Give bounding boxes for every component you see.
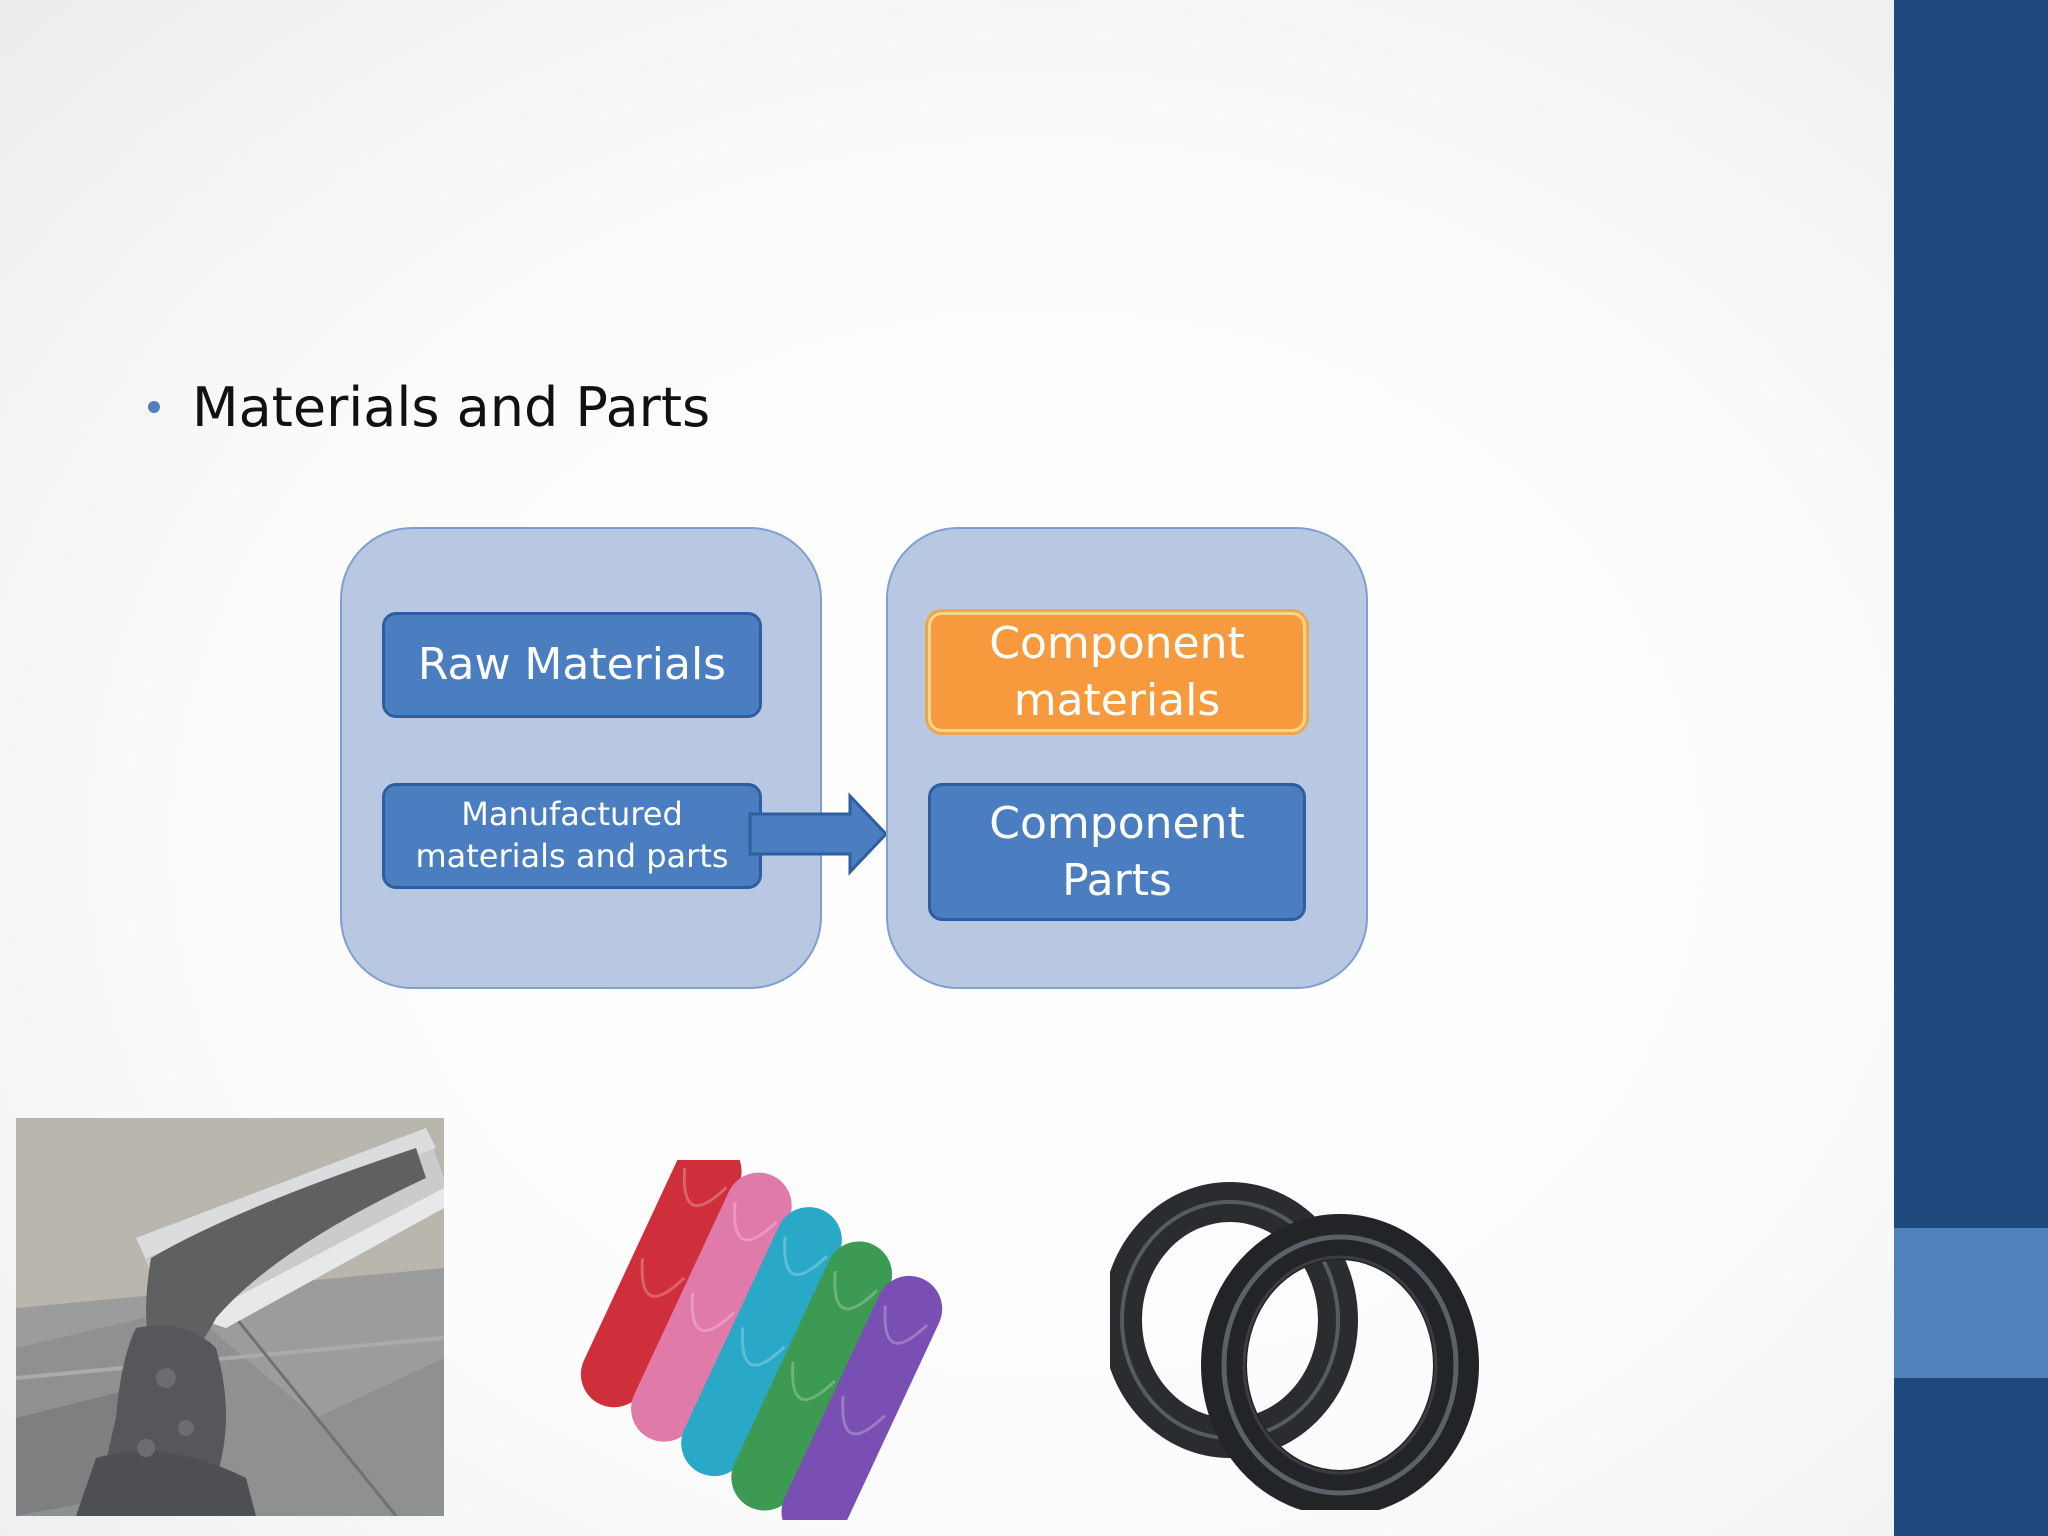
left-group-container <box>340 527 822 989</box>
right-arrow-icon <box>748 792 889 876</box>
bullet-item: Materials and Parts <box>148 372 710 442</box>
manufactured-label-line2: materials and parts <box>415 837 729 875</box>
component-materials-line1: Component <box>989 617 1245 669</box>
component-materials-line2: materials <box>1013 675 1221 726</box>
raw-materials-box: Raw Materials <box>382 612 762 718</box>
yarn-skeins-photo <box>580 1160 943 1520</box>
concrete-pour-photo <box>16 1118 444 1516</box>
manufactured-materials-box: Manufactured materials and parts <box>382 783 762 889</box>
wire-coils-photo <box>1110 1182 1479 1510</box>
raw-materials-label: Raw Materials <box>417 639 727 691</box>
side-band-accent <box>1894 1228 2048 1378</box>
component-materials-box: Component materials <box>928 612 1306 732</box>
bullet-dot-icon <box>148 401 160 413</box>
bullet-text: Materials and Parts <box>192 375 711 439</box>
component-parts-box: Component Parts <box>928 783 1306 921</box>
component-parts-line1: Component <box>989 797 1245 849</box>
manufactured-label-line1: Manufactured <box>461 795 683 834</box>
component-parts-line2: Parts <box>1062 855 1172 906</box>
